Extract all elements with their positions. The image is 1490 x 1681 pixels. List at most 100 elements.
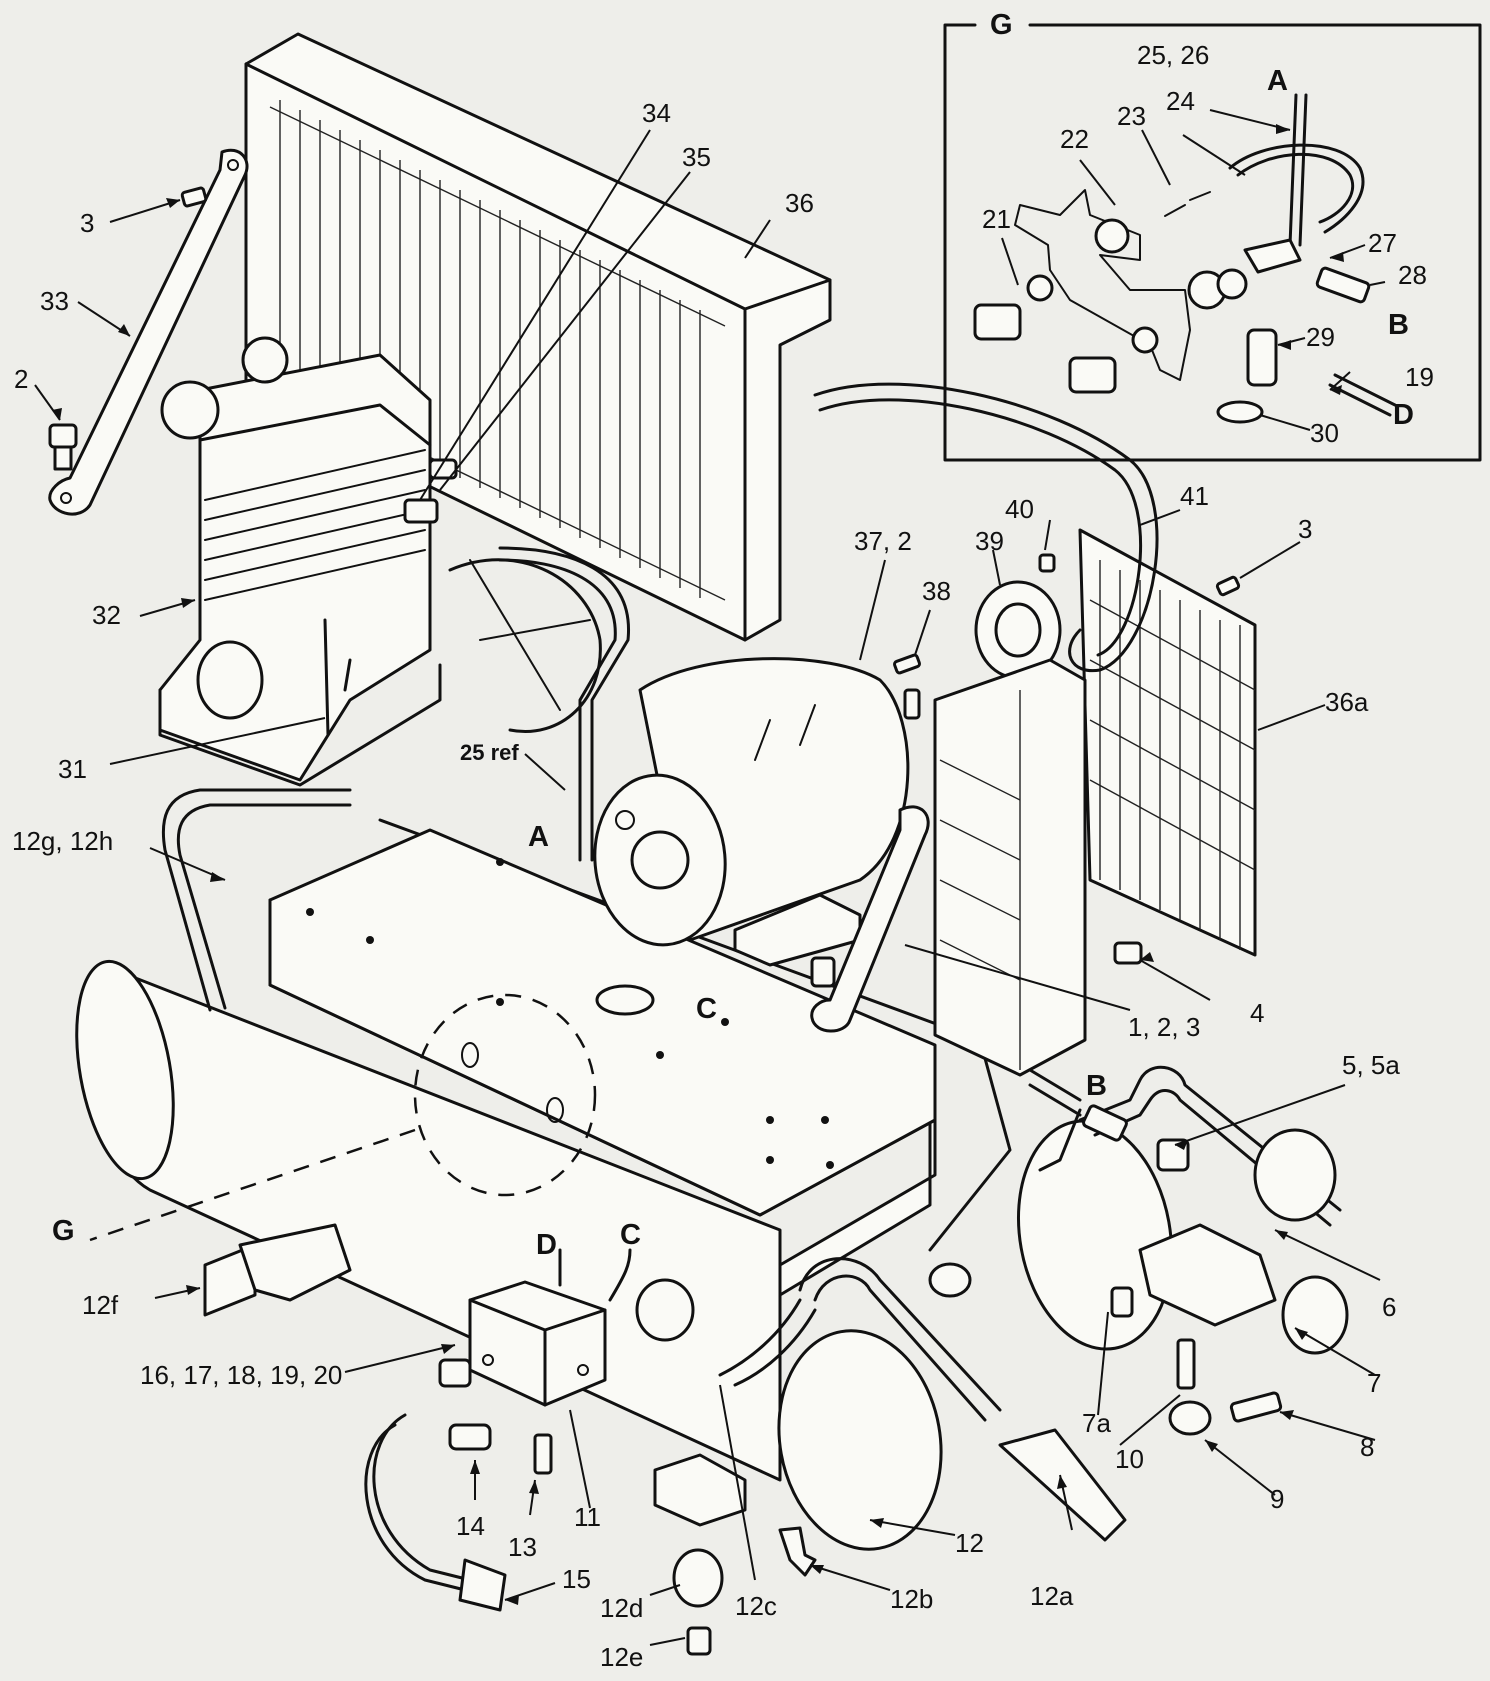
label-40: 40	[1005, 494, 1034, 524]
support-brace-1	[810, 805, 930, 1033]
quick-coupler-icon	[973, 303, 1022, 341]
foot-icon	[653, 1453, 747, 1527]
drain-valve-icon	[778, 1526, 817, 1577]
label-3: 3	[80, 208, 94, 238]
label-24: 24	[1166, 86, 1195, 116]
elbow-icon	[1168, 1400, 1212, 1436]
label-13: 13	[508, 1532, 537, 1562]
label-A-main: A	[528, 821, 549, 853]
label-12: 12	[955, 1528, 984, 1558]
hole-icon	[595, 984, 655, 1016]
nipple-icon	[1176, 1338, 1196, 1390]
inset-detail-g: G	[943, 9, 1482, 462]
washer-icon	[1094, 218, 1130, 254]
nipple-icon	[1110, 1286, 1134, 1318]
leader-arrowheads	[52, 124, 1344, 1605]
gasket-icon	[1216, 400, 1264, 424]
label-A-inset: A	[1267, 65, 1288, 97]
support-brace-33	[48, 148, 249, 516]
label-5-5a: 5, 5a	[1342, 1050, 1400, 1080]
pump-head-icon	[241, 336, 289, 384]
label-G-main: G	[52, 1215, 75, 1247]
label-38: 38	[922, 576, 951, 606]
label-10: 10	[1115, 1444, 1144, 1474]
label-12b: 12b	[890, 1584, 933, 1614]
label-28: 28	[1398, 260, 1427, 290]
label-12d: 12d	[600, 1593, 643, 1623]
label-B-main: B	[1086, 1070, 1107, 1102]
bolt-icon	[48, 423, 78, 449]
foot-pad-icon	[203, 1243, 257, 1317]
label-8: 8	[1360, 1432, 1374, 1462]
compressor-pump	[158, 336, 458, 787]
label-25-26: 25, 26	[1137, 40, 1209, 70]
tee-fitting-icon	[1243, 238, 1302, 274]
label-12a: 12a	[1030, 1581, 1074, 1611]
check-valve-icon	[1246, 328, 1278, 387]
motor-end-bell-icon	[593, 773, 727, 947]
label-15: 15	[562, 1564, 591, 1594]
motor-shaft-icon	[903, 688, 921, 720]
screw-icon	[686, 1626, 712, 1656]
label-11: 11	[574, 1502, 601, 1532]
label-1-2-3: 1, 2, 3	[1128, 1012, 1200, 1042]
label-41: 41	[1180, 481, 1209, 511]
pressure-gauge-icon	[1253, 1128, 1337, 1222]
label-19: 19	[1405, 362, 1434, 392]
label-12e: 12e	[600, 1642, 643, 1672]
label-D-main: D	[536, 1229, 557, 1261]
detail-g-callout	[413, 993, 597, 1197]
label-12c: 12c	[735, 1591, 777, 1621]
label-35: 35	[682, 142, 711, 172]
label-25-ref: 25 ref	[460, 740, 519, 765]
power-plug-icon	[458, 1558, 507, 1612]
electric-motor	[593, 653, 921, 967]
pump-head-icon	[160, 380, 220, 440]
rear-grille-36a	[813, 382, 1257, 957]
label-9: 9	[1270, 1484, 1284, 1514]
fitting-34-icon	[403, 498, 439, 524]
nut-icon	[1131, 326, 1159, 354]
rubber-foot-icon	[672, 1548, 724, 1608]
pump-cover-icon	[196, 640, 264, 720]
label-33: 33	[40, 286, 69, 316]
label-30: 30	[1310, 418, 1339, 448]
label-2: 2	[14, 364, 28, 394]
label-4: 4	[1250, 998, 1264, 1028]
label-39: 39	[975, 526, 1004, 556]
label-23: 23	[1117, 101, 1146, 131]
part-number-labels: 2 3 33 34 35 36 32 31 25 ref A 12g, 12h …	[12, 40, 1434, 1672]
belt-guard-shroud	[244, 32, 832, 642]
label-14: 14	[456, 1511, 485, 1541]
label-12g-12h: 12g, 12h	[12, 826, 113, 856]
label-27: 27	[1368, 228, 1397, 258]
fitting-icon	[928, 1262, 972, 1298]
label-22: 22	[1060, 124, 1089, 154]
pressure-switch	[438, 1248, 695, 1475]
label-36: 36	[785, 188, 814, 218]
inset-title: G	[990, 9, 1013, 41]
screw-icon	[1215, 575, 1241, 597]
label-31: 31	[58, 754, 87, 784]
regulator-knob-icon	[1281, 1275, 1349, 1355]
bolt-icon	[1113, 941, 1143, 965]
label-B-inset: B	[1388, 309, 1409, 341]
label-D-inset: D	[1393, 399, 1414, 431]
bolt-shank-icon	[53, 445, 73, 471]
coupler-icon	[1068, 356, 1117, 394]
nut-fitting-icon	[1082, 1104, 1128, 1142]
regulator-block-icon	[1138, 1223, 1277, 1327]
label-3-right: 3	[1298, 514, 1312, 544]
label-C-mid: C	[696, 993, 717, 1025]
label-34: 34	[642, 98, 671, 128]
label-7: 7	[1367, 1368, 1381, 1398]
label-12f: 12f	[82, 1290, 119, 1320]
key-icon	[893, 653, 921, 675]
nut-icon	[1026, 274, 1054, 302]
label-16-20: 16, 17, 18, 19, 20	[140, 1360, 342, 1390]
label-37-2: 37, 2	[854, 526, 912, 556]
nut-fitting-icon	[1315, 266, 1371, 304]
tank-gauge-icon	[635, 1278, 695, 1342]
